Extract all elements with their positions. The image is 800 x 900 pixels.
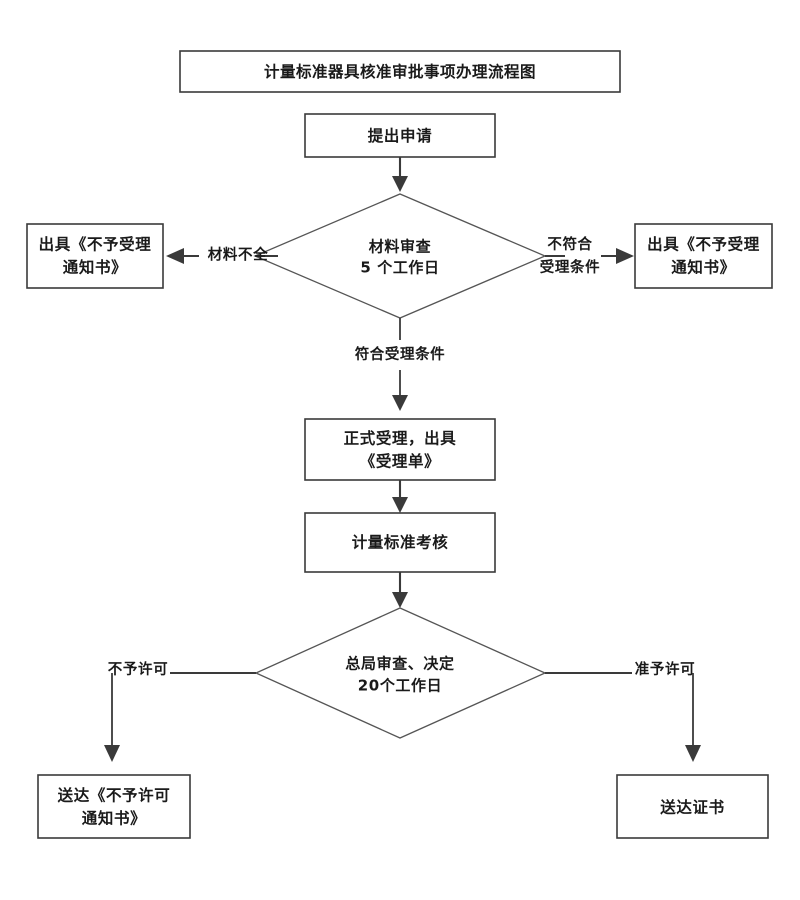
- edge-label-permitted: 准予许可: [635, 660, 695, 678]
- node-deliver-denial-notice: 送达《不予许可 通知书》: [37, 774, 191, 839]
- formal-acceptance-line1: 正式受理，出具: [344, 429, 457, 448]
- edge-label-meets-conditions: 符合受理条件: [355, 345, 446, 363]
- arrow-head-down: [392, 395, 408, 411]
- connector-permitted: 准予许可: [545, 660, 701, 762]
- title-text: 计量标准器具核准审批事项办理流程图: [264, 62, 536, 81]
- bureau-review-line1: 总局审查、决定: [345, 655, 454, 673]
- arrow-head-right: [616, 248, 634, 264]
- reject-notice-right-line1: 出具《不予受理: [647, 235, 760, 254]
- node-reject-notice-right: 出具《不予受理 通知书》: [634, 223, 773, 289]
- node-submit-application: 提出申请: [304, 113, 496, 158]
- connector-not-meet-conditions: 不符合 受理条件: [540, 235, 634, 276]
- deliver-certificate-rect: [616, 774, 769, 839]
- formal-acceptance-line2: 《受理单》: [360, 452, 441, 471]
- submit-application-label: 提出申请: [368, 126, 432, 145]
- decision-material-review: 材料审查 5 个工作日: [253, 193, 547, 319]
- edge-label-not-permitted: 不予许可: [108, 660, 168, 678]
- arrow-head-down: [392, 176, 408, 192]
- title-box: 计量标准器具核准审批事项办理流程图: [179, 50, 621, 93]
- bureau-review-line2: 20个工作日: [358, 677, 442, 695]
- arrow-head-down: [392, 497, 408, 513]
- arrow-head-down: [392, 592, 408, 608]
- node-standard-assessment: 计量标准考核: [304, 512, 496, 573]
- submit-application-rect: [304, 113, 496, 158]
- edge-label-not-meet-line1: 不符合: [547, 235, 592, 253]
- connector-materials-incomplete: 材料不全: [166, 246, 278, 264]
- connector-acceptance-to-assessment: [392, 480, 408, 513]
- deliver-denial-notice-line1: 送达《不予许可: [57, 786, 171, 805]
- reject-notice-left-line1: 出具《不予受理: [39, 235, 152, 254]
- deliver-denial-notice-line2: 通知书》: [82, 809, 146, 828]
- material-review-line2: 5 个工作日: [360, 259, 439, 277]
- reject-notice-left-line2: 通知书》: [63, 258, 127, 277]
- standard-assessment-rect: [304, 512, 496, 573]
- arrow-head-left: [166, 248, 184, 264]
- reject-notice-right-line2: 通知书》: [671, 258, 735, 277]
- deliver-certificate-label: 送达证书: [659, 798, 724, 817]
- connector-assessment-to-decision: [392, 572, 408, 608]
- material-review-diamond: [253, 193, 547, 319]
- edge-label-not-meet-line2: 受理条件: [540, 258, 600, 276]
- bureau-review-diamond: [254, 607, 547, 739]
- connector-apply-to-review: [392, 157, 408, 192]
- material-review-line1: 材料审查: [369, 238, 432, 256]
- node-formal-acceptance: 正式受理，出具 《受理单》: [304, 418, 496, 481]
- arrow-head-down: [685, 745, 701, 762]
- deliver-denial-notice-rect: [37, 774, 191, 839]
- title-box-rect: [179, 50, 621, 93]
- node-reject-notice-left: 出具《不予受理 通知书》: [26, 223, 164, 289]
- edge-label-materials-incomplete: 材料不全: [208, 246, 268, 264]
- reject-notice-right-rect: [634, 223, 773, 289]
- connector-not-permitted: 不予许可: [104, 660, 256, 762]
- formal-acceptance-rect: [304, 418, 496, 481]
- standard-assessment-label: 计量标准考核: [352, 533, 449, 552]
- node-deliver-certificate: 送达证书: [616, 774, 769, 839]
- arrow-head-down: [104, 745, 120, 762]
- reject-notice-left-rect: [26, 223, 164, 289]
- decision-bureau-review: 总局审查、决定 20个工作日: [254, 607, 547, 739]
- connector-meets-conditions: 符合受理条件: [355, 318, 446, 411]
